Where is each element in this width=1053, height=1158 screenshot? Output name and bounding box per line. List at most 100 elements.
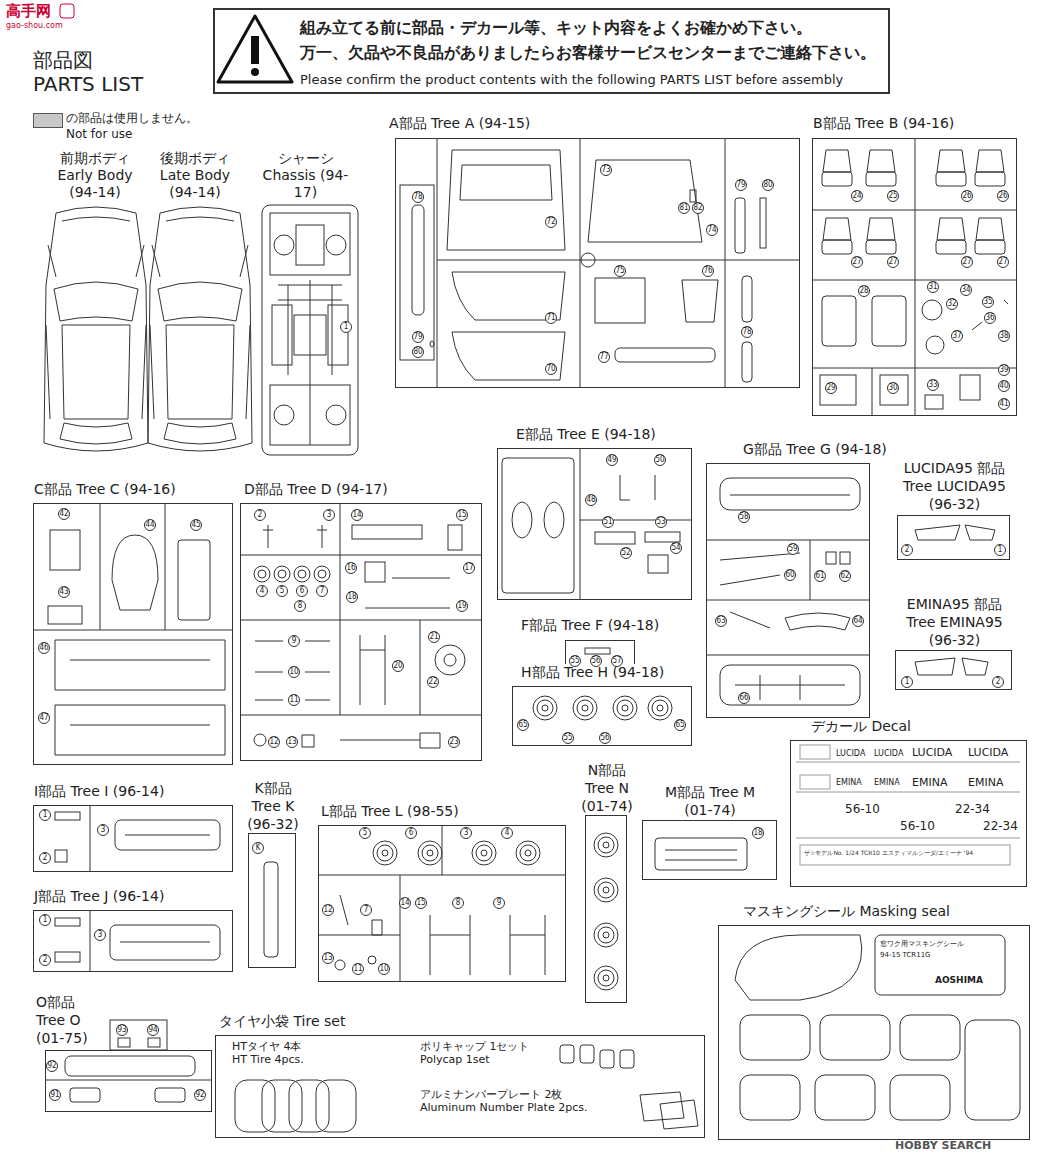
drawing-rect xyxy=(826,552,836,564)
callout-number: 53 xyxy=(655,516,667,528)
drawing-rect xyxy=(50,530,80,570)
drawing-rect xyxy=(110,925,220,960)
drawing-path xyxy=(263,525,327,548)
callout-number: 70 xyxy=(545,363,557,375)
callout-number: 2 xyxy=(39,954,51,966)
callout-number: 8 xyxy=(294,600,306,612)
tree-frame: デカール Decal xyxy=(790,740,1027,887)
drawing-rect xyxy=(155,1088,185,1102)
callout-number: 51 xyxy=(602,516,614,528)
part-label: 56-10 xyxy=(845,802,880,816)
callout-number: 2 xyxy=(901,544,913,556)
tree-heading: EMINA95 部品 Tree EMINA95 (96-32) xyxy=(891,595,1018,649)
drawing-ellipse xyxy=(430,341,434,347)
drawing-rect xyxy=(925,395,943,409)
drawing-rect xyxy=(645,532,680,542)
drawing-path xyxy=(812,138,1017,416)
drawing-rect xyxy=(316,1080,356,1132)
callout-number: 16 xyxy=(345,562,357,574)
tree-heading: O部品 Tree O (01-75) xyxy=(36,993,94,1047)
drawing-path xyxy=(340,733,440,748)
callout-number: 81 xyxy=(678,202,690,214)
callout-number: 15 xyxy=(415,897,427,909)
drawing-use xyxy=(975,218,1005,254)
drawing-rect xyxy=(251,36,259,64)
drawing-rect xyxy=(262,1080,302,1132)
callout-number: 94 xyxy=(147,1024,159,1036)
drawing-use xyxy=(573,696,597,720)
callout-number: 24 xyxy=(851,190,863,202)
drawing-rect xyxy=(60,4,74,18)
part-label: EMINA xyxy=(836,778,862,788)
callout-number: 1 xyxy=(39,914,51,926)
drawing-rect xyxy=(115,820,220,850)
callout-number: 8 xyxy=(452,897,464,909)
drawing-use xyxy=(314,566,330,582)
drawing-path xyxy=(720,553,800,585)
drawing-rect xyxy=(55,918,80,926)
callout-number: 9 xyxy=(493,897,505,909)
drawing-path xyxy=(365,608,450,609)
drawing-rect xyxy=(412,205,424,315)
drawing-rect xyxy=(270,213,350,275)
drawing-circle xyxy=(254,734,266,746)
drawing-path xyxy=(460,165,552,200)
drawing-rect xyxy=(615,348,715,362)
part-label: LUCIDA xyxy=(968,746,1008,759)
callout-number: 75 xyxy=(614,265,626,277)
callout-number: 80 xyxy=(762,179,774,191)
callout-number: 27 xyxy=(961,256,973,268)
callout-number: 38 xyxy=(998,330,1010,342)
callout-number: 18 xyxy=(752,827,764,839)
callout-number: 78 xyxy=(412,191,424,203)
callout-number: 93 xyxy=(116,1024,128,1036)
drawing-use xyxy=(533,696,557,720)
drawing-path xyxy=(620,475,655,500)
drawing-use xyxy=(594,833,618,857)
drawing-rect xyxy=(875,935,1005,995)
page-title: 部品図 PARTS LIST xyxy=(33,48,158,96)
callout-number: K xyxy=(252,842,264,854)
callout-number: 6 xyxy=(296,585,308,597)
drawing-rect xyxy=(302,735,314,747)
drawing-circle xyxy=(326,405,346,425)
drawing-rect xyxy=(55,850,67,862)
callout-number: 12 xyxy=(268,736,280,748)
drawing-path xyxy=(392,578,450,579)
drawing-path xyxy=(735,675,845,700)
drawing-path xyxy=(447,150,565,250)
drawing-rect xyxy=(235,1080,275,1132)
drawing-path xyxy=(318,825,566,982)
callout-number: 55 xyxy=(562,732,574,744)
drawing-rect xyxy=(600,1050,614,1068)
callout-number: 56 xyxy=(590,655,602,667)
tree-heading: B部品 Tree B (94-16) xyxy=(813,115,954,132)
part-label: 高手网 xyxy=(6,2,51,20)
drawing-rect xyxy=(55,812,80,820)
drawing-g xyxy=(262,205,358,455)
callout-number: 47 xyxy=(38,712,50,724)
callout-number: 11 xyxy=(288,694,300,706)
drawing-path xyxy=(360,635,385,705)
callout-number: 60 xyxy=(784,569,796,581)
drawing-path xyxy=(255,641,330,700)
drawing-path xyxy=(682,280,718,322)
drawing-rect xyxy=(262,205,358,455)
callout-number: 5 xyxy=(359,827,371,839)
callout-number: 42 xyxy=(58,508,70,520)
tree-frame: O部品 Tree O (01-75) xyxy=(45,1050,212,1112)
drawing-circle xyxy=(435,645,465,675)
drawing-path xyxy=(588,160,702,242)
drawing-rect xyxy=(822,296,856,346)
drawing-rect xyxy=(178,540,210,620)
callout-number: 79 xyxy=(412,331,424,343)
drawing-use xyxy=(373,841,397,865)
callout-number: 21 xyxy=(428,631,440,643)
callout-number: 10 xyxy=(288,666,300,678)
drawing-rect xyxy=(760,198,766,248)
callout-number: 82 xyxy=(692,202,704,214)
drawing-rect xyxy=(110,1020,167,1050)
callout-number: 65 xyxy=(517,719,529,731)
drawing-rect xyxy=(820,375,856,405)
